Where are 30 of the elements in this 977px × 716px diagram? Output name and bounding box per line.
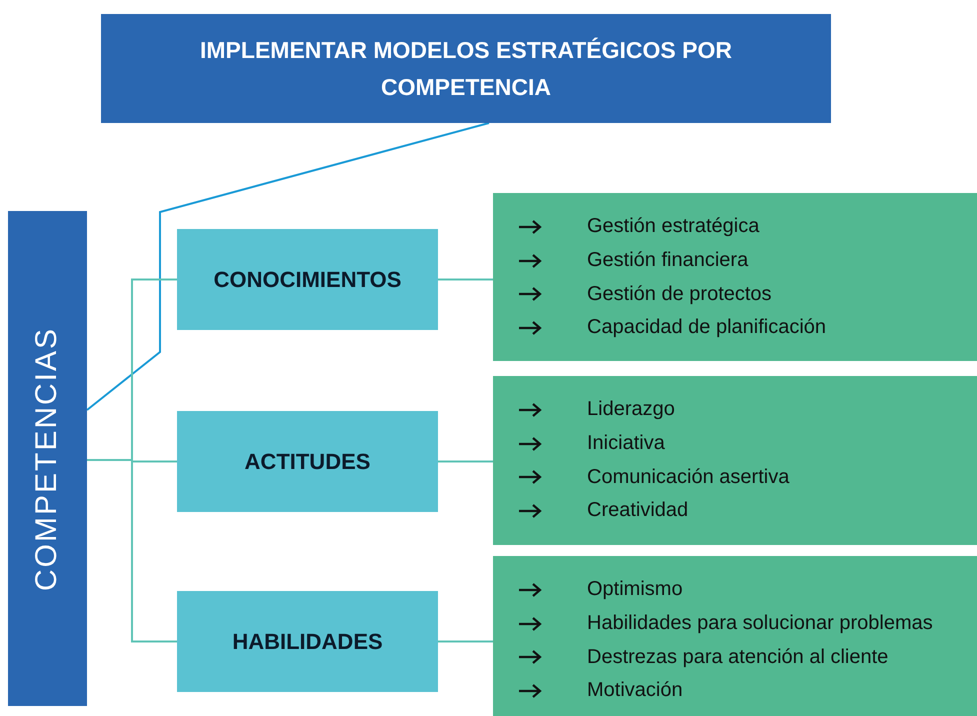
list-item: Gestión de protectos bbox=[587, 282, 772, 306]
list-item: Capacidad de planificación bbox=[587, 316, 826, 340]
title-banner bbox=[101, 14, 831, 123]
category-label: CONOCIMIENTOS bbox=[214, 266, 402, 292]
category-box bbox=[177, 229, 438, 330]
connector-line bbox=[438, 640, 493, 642]
list-item: Gestión financiera bbox=[587, 249, 748, 272]
list-item: Motivación bbox=[587, 679, 683, 702]
list-item: Comunicación asertiva bbox=[587, 466, 790, 489]
list-item: Liderazgo bbox=[587, 398, 675, 422]
category-box bbox=[177, 591, 438, 692]
list-item: Iniciativa bbox=[587, 432, 665, 456]
list-item: Habilidades para solucionar problemas bbox=[587, 612, 933, 636]
connector-line bbox=[87, 459, 177, 642]
list-item: Optimismo bbox=[587, 578, 683, 602]
list-item: Creatividad bbox=[587, 499, 688, 522]
category-label: HABILIDADES bbox=[232, 628, 383, 654]
category-box bbox=[177, 411, 438, 512]
vertical-heading: COMPETENCIAS bbox=[30, 326, 64, 591]
list-panel bbox=[493, 193, 977, 361]
title-text: IMPLEMENTAR MODELOS ESTRATÉGICOS POR COMPETENCIA bbox=[199, 36, 733, 102]
connector-line bbox=[86, 122, 490, 411]
list-item: Destrezas para atención al cliente bbox=[587, 646, 888, 669]
list-panel bbox=[493, 376, 977, 545]
category-label: ACTITUDES bbox=[244, 448, 370, 474]
list-panel bbox=[493, 556, 977, 716]
connector-line bbox=[438, 460, 493, 462]
connector-line bbox=[438, 278, 493, 280]
list-item: Gestión estratégica bbox=[587, 215, 760, 238]
vertical-banner bbox=[8, 211, 87, 706]
